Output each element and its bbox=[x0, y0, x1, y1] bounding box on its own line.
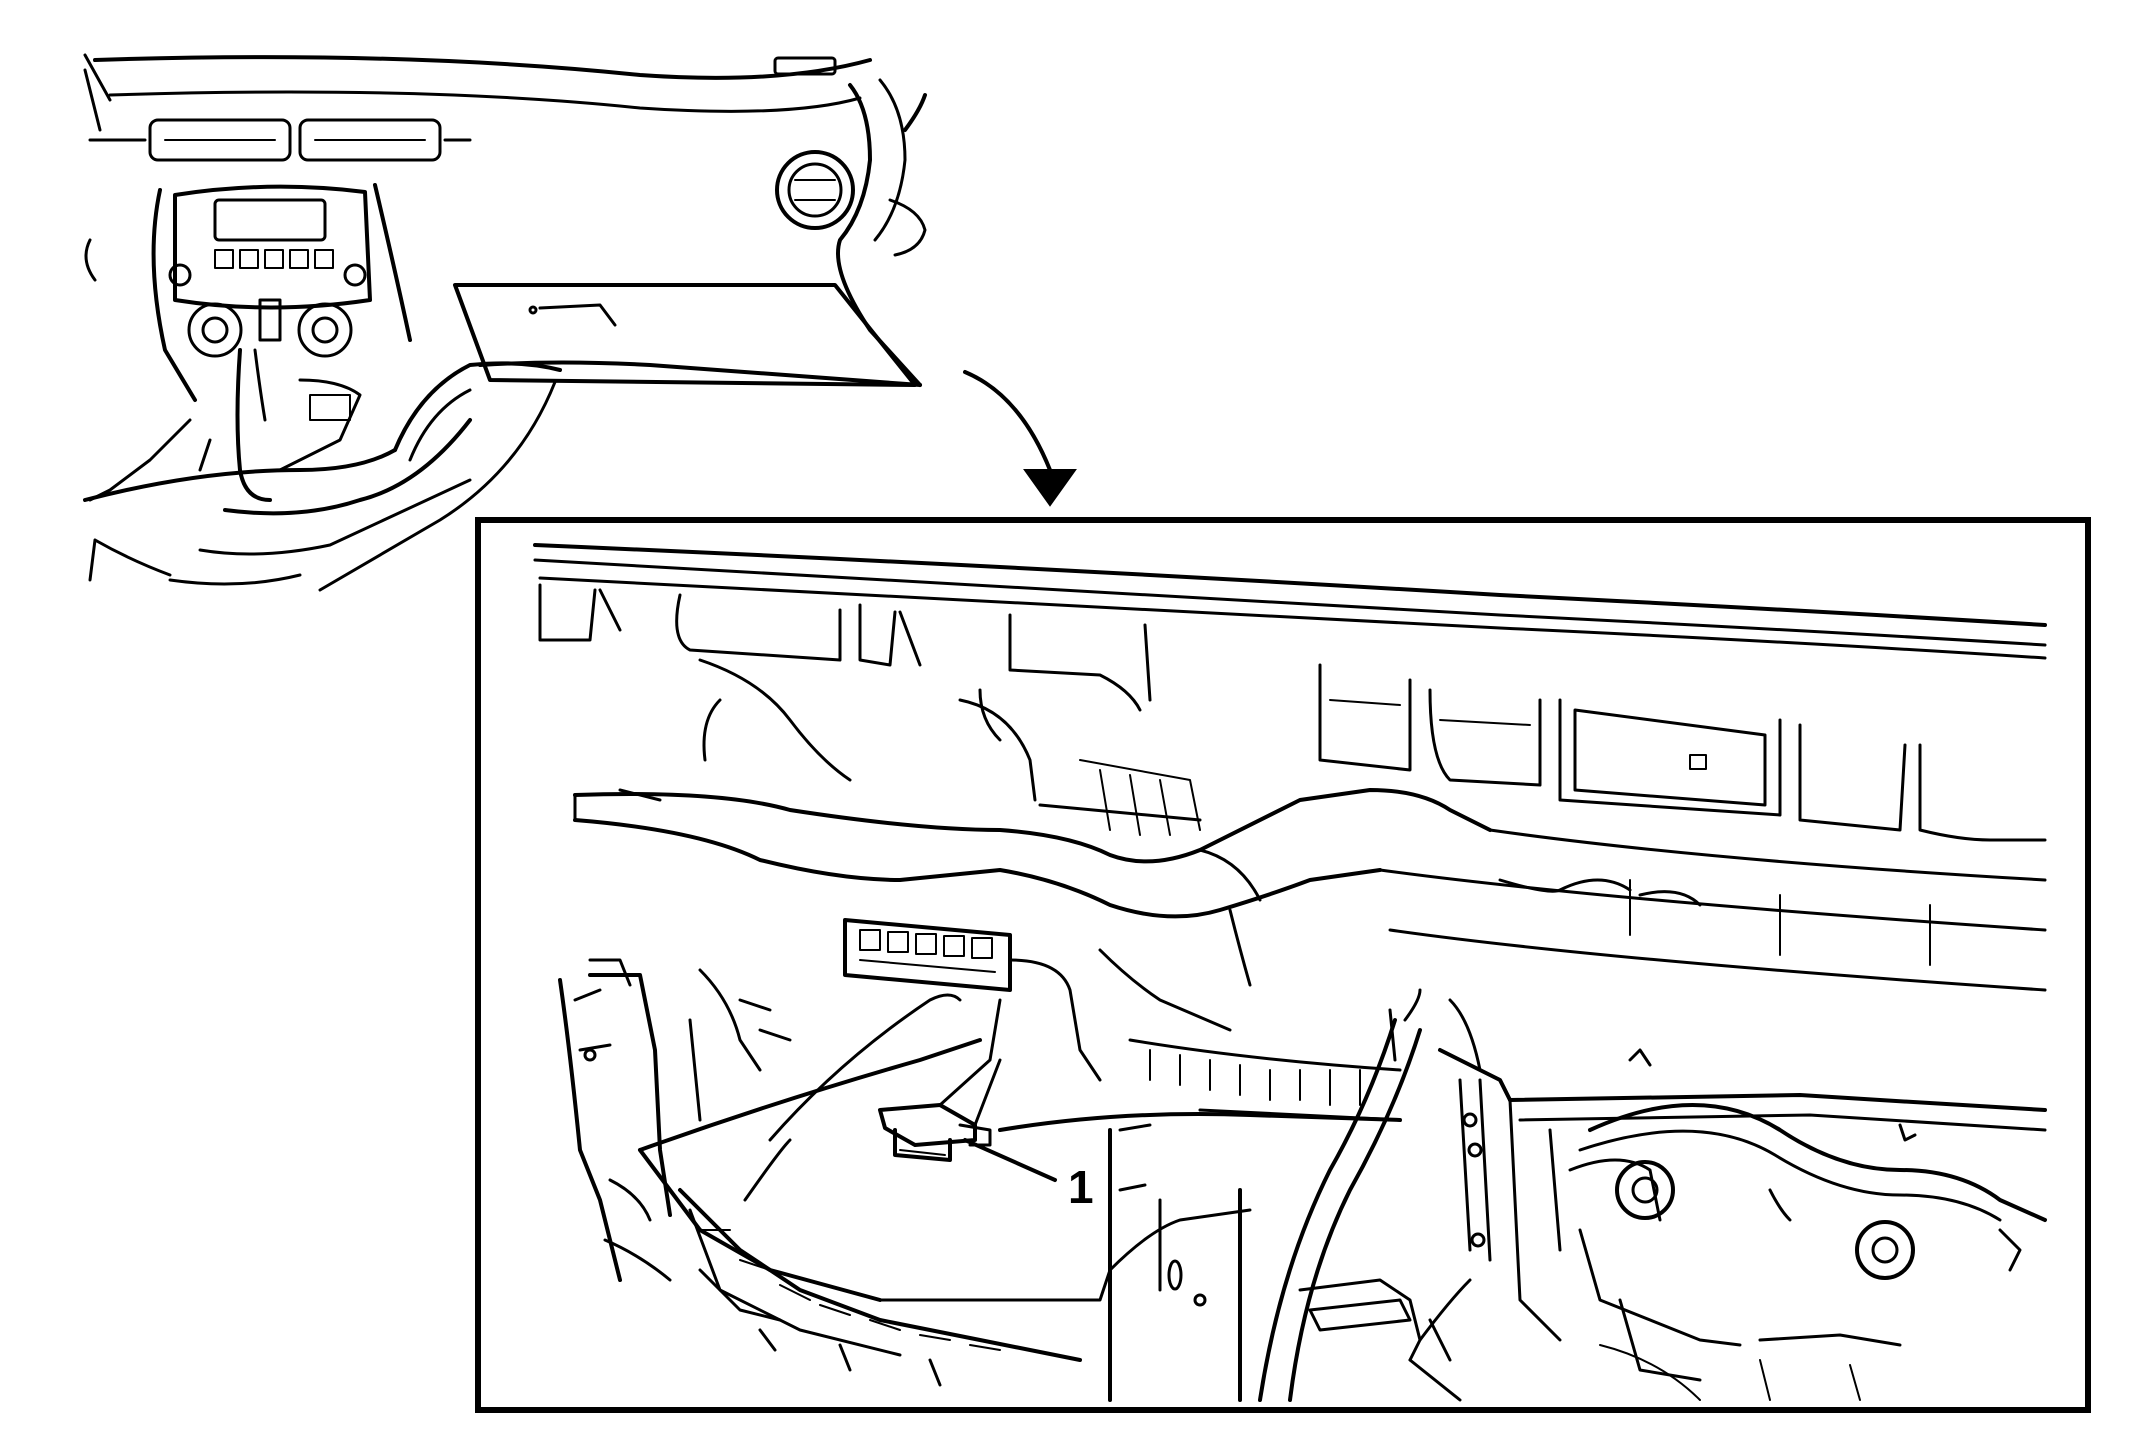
callout-1: 1 bbox=[963, 1138, 1094, 1213]
detail-view-frame bbox=[475, 517, 2091, 1413]
radio-buttons bbox=[214, 249, 334, 269]
dashboard-overview-view bbox=[83, 53, 927, 592]
detail-view-glove-box-opening bbox=[533, 543, 2047, 1402]
relay-block bbox=[843, 918, 1012, 992]
zoom-arrow bbox=[963, 370, 1077, 507]
callout-1-label: 1 bbox=[1068, 1161, 1094, 1213]
